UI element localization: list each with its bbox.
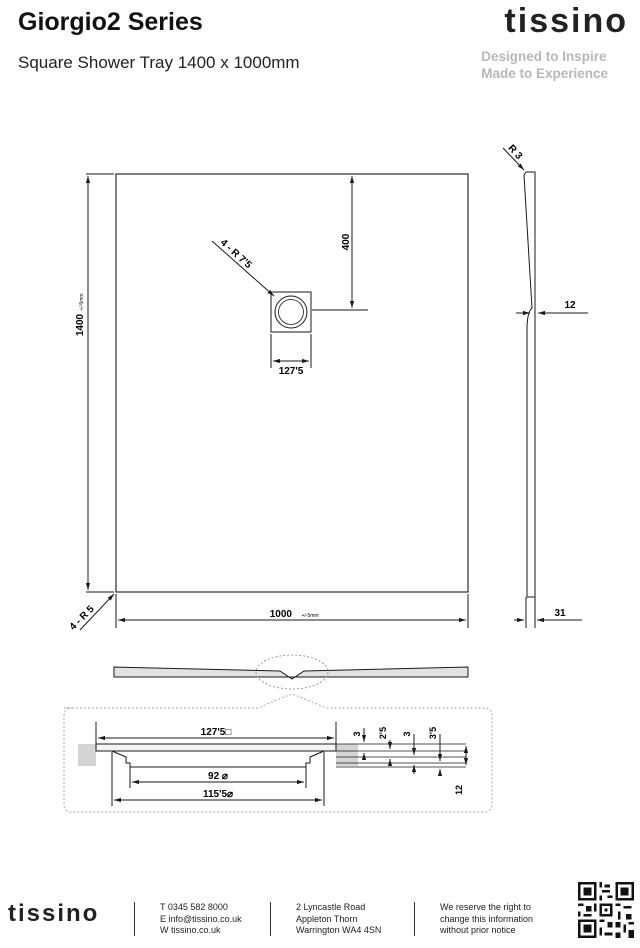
- tagline-line-2: Made to Experience: [481, 66, 608, 81]
- footer-brand-logo: tissino: [8, 900, 100, 927]
- dim-400: 400: [341, 233, 352, 250]
- tagline: Designed to Inspire Made to Experience: [481, 48, 608, 82]
- detail-dim-a: 3: [352, 731, 362, 736]
- footer-phone: T 0345 582 8000: [160, 902, 228, 912]
- footer-address-line: Warrington WA4 4SN: [296, 925, 382, 935]
- side-profile: [523, 171, 536, 598]
- tagline-line-1: Designed to Inspire: [481, 49, 607, 64]
- detail-dim-d: 3'5: [428, 727, 438, 739]
- technical-drawing: 400 127'5 4 - R 7'5 1400 +/-5mm 1000 +/-…: [63, 143, 588, 813]
- footer-notice: We reserve the right to change this info…: [440, 902, 533, 937]
- dim-31: 31: [554, 608, 566, 619]
- detail-dim-outer: 115'5⌀: [203, 789, 233, 800]
- section-profile: [113, 666, 469, 680]
- footer-divider: [270, 902, 271, 936]
- footer-address-line: Appleton Thorn: [296, 913, 358, 924]
- footer: tissino T 0345 582 8000 E info@tissino.c…: [0, 868, 640, 948]
- detail-dim-side: 12: [454, 785, 464, 795]
- qr-code-icon[interactable]: [578, 882, 634, 938]
- detail-dim-inner: 92 ⌀: [208, 771, 228, 782]
- footer-email[interactable]: E info@tissino.co.uk: [160, 913, 242, 924]
- detail-callout: [255, 654, 329, 690]
- side-view: [502, 147, 588, 628]
- detail-dim-b: 2'5: [378, 727, 388, 739]
- footer-divider: [134, 902, 135, 936]
- dim-12-side: 12: [564, 300, 576, 311]
- footer-divider: [414, 902, 415, 936]
- waste-inner-ring: [278, 299, 304, 325]
- section-view: [113, 654, 469, 690]
- footer-notice-line: without prior notice: [440, 925, 516, 935]
- dim-waste-size: 127'5: [279, 366, 304, 377]
- waste-outer-ring: [274, 295, 308, 329]
- radius-tray-label: 4 - R 5: [68, 603, 97, 632]
- dim-1400-tol: +/-5mm: [79, 293, 85, 310]
- waste-square: [270, 291, 312, 333]
- footer-notice-line: change this information: [440, 913, 534, 924]
- footer-contact: T 0345 582 8000 E info@tissino.co.uk W t…: [160, 902, 242, 937]
- footer-address-line: 2 Lyncastle Road: [296, 902, 366, 912]
- brand-logo: tissino: [504, 2, 628, 40]
- page-subtitle: Square Shower Tray 1400 x 1000mm: [18, 53, 300, 72]
- tray-outline: [115, 173, 469, 593]
- side-radius-label: R 3: [506, 143, 525, 162]
- dim-1000: 1000: [270, 609, 293, 620]
- footer-address: 2 Lyncastle Road Appleton Thorn Warringt…: [296, 902, 381, 937]
- detail-dim-c: 3: [402, 731, 412, 736]
- dim-1000-tol: +/-5mm: [301, 613, 318, 619]
- plan-view: [79, 173, 469, 631]
- footer-notice-line: We reserve the right to: [440, 902, 531, 912]
- detail-view: [63, 693, 493, 813]
- footer-web[interactable]: W tissino.co.uk: [160, 925, 221, 935]
- dim-1400: 1400: [75, 313, 86, 336]
- radius-waste-label: 4 - R 7'5: [218, 237, 254, 271]
- detail-dim-top: 127'5□: [201, 727, 232, 738]
- page-title: Giorgio2 Series: [18, 8, 203, 36]
